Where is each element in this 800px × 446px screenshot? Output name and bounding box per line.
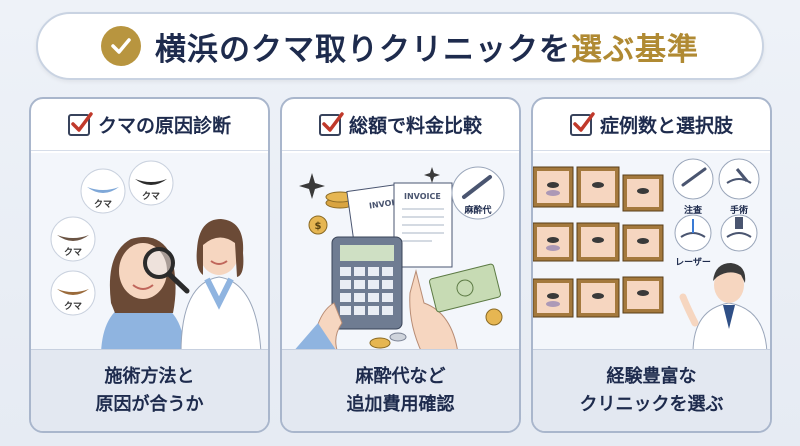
laser-option-bubble: レーザー	[674, 214, 758, 268]
sample-label: クマ	[64, 247, 82, 258]
calculator-icon	[331, 236, 403, 330]
footer-line: 施術方法と	[104, 365, 195, 387]
card-header: クマの原因診断	[31, 99, 268, 151]
doctor-figure	[180, 219, 262, 353]
right-hand	[409, 269, 459, 353]
card-title: 症例数と選択肢	[599, 115, 733, 137]
sparkle-icon	[424, 167, 440, 183]
checkbox-icon	[318, 111, 344, 136]
magnifying-glass-icon	[143, 247, 190, 294]
surgery-option-bubble: 手術	[718, 158, 760, 216]
dark-circle-sample-black: クマ	[128, 160, 174, 206]
svg-text:レーザー: レーザー	[675, 257, 711, 268]
svg-text:注査: 注査	[684, 204, 703, 216]
svg-text:INVOICE: INVOICE	[404, 192, 441, 201]
footer-line: 原因が合うか	[95, 393, 204, 415]
anesthesia-fee-bubble: 麻酔代	[451, 166, 505, 220]
checkbox-icon	[569, 111, 595, 136]
diagnosis-illustration: クマ クマ クマ クマ	[31, 153, 268, 353]
card-dark-circle-diagnosis: クマの原因診断 クマ クマ クマ クマ	[29, 97, 270, 433]
card-footer: 麻酔代など 追加費用確認	[282, 349, 519, 431]
case-photo-gallery	[533, 166, 664, 318]
title-main: 横浜のクマ取りクリニックを	[155, 31, 571, 68]
card-title: 総額で料金比較	[348, 115, 482, 137]
cost-illustration: $ INVOICE INVOICE 麻酔代	[282, 153, 519, 353]
svg-text:麻酔代: 麻酔代	[463, 204, 491, 216]
sample-label: クマ	[142, 191, 160, 202]
doctor-figure	[679, 263, 768, 353]
title-accent: 選ぶ基準	[571, 31, 699, 68]
injection-option-bubble: 注査	[672, 158, 714, 216]
card-case-count-options: 症例数と選択肢	[531, 97, 772, 433]
footer-line: クリニックを選ぶ	[579, 393, 724, 415]
dark-circle-sample-blue: クマ	[80, 168, 126, 214]
footer-line: 経験豊富な	[606, 365, 697, 387]
checkbox-icon	[67, 111, 93, 136]
card-footer: 経験豊富な クリニックを選ぶ	[533, 349, 770, 431]
footer-line: 麻酔代など	[355, 365, 446, 387]
svg-text:手術: 手術	[730, 204, 748, 216]
page-title: 横浜のクマ取りクリニックを選ぶ基準	[155, 24, 699, 69]
case-gallery-illustration: 注査 手術 レーザー	[533, 153, 770, 353]
sample-label: クマ	[94, 199, 112, 210]
card-footer: 施術方法と 原因が合うか	[31, 349, 268, 431]
page-title-banner: 横浜のクマ取りクリニックを選ぶ基準	[36, 12, 764, 80]
left-sleeve	[292, 323, 338, 353]
dark-circle-sample-brown: クマ	[50, 216, 96, 262]
card-title: クマの原因診断	[97, 115, 231, 137]
card-total-cost-comparison: 総額で料金比較 $ INVOICE INVOICE	[280, 97, 521, 433]
banknote-icon	[429, 263, 501, 313]
check-circle-icon	[101, 26, 141, 66]
invoice-document: INVOICE	[393, 182, 453, 268]
footer-line: 追加費用確認	[346, 393, 455, 415]
sparkle-icon	[299, 173, 325, 199]
svg-text:$: $	[315, 221, 322, 232]
dark-circle-sample-tan: クマ	[50, 270, 96, 316]
sample-label: クマ	[64, 301, 82, 312]
card-header: 症例数と選択肢	[533, 99, 770, 151]
card-header: 総額で料金比較	[282, 99, 519, 151]
